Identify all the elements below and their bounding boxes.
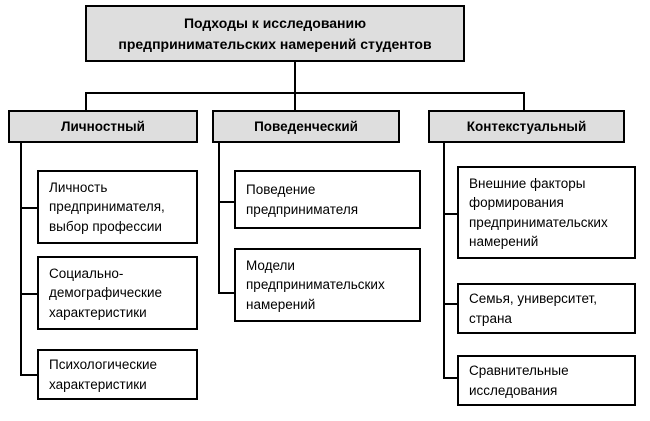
node-personal-3-label: Психологические характеристики xyxy=(49,357,158,392)
connector-stub-personal-1 xyxy=(20,207,38,209)
node-root-label: Подходы к исследованию предпринимательск… xyxy=(118,14,432,52)
node-contextual-2: Семья, университет, страна xyxy=(457,283,636,334)
connector-stub-contextual-2 xyxy=(443,303,458,305)
connector-trunk-behavioral xyxy=(218,143,220,294)
node-personal-2: Социально- демографические характеристик… xyxy=(37,256,198,330)
connector-trunk-personal xyxy=(20,143,22,375)
node-branch-contextual: Контекстуальный xyxy=(428,110,625,143)
connector-stub-personal-3 xyxy=(20,374,38,376)
node-personal-3: Психологические характеристики xyxy=(37,349,198,400)
connector-stub-behavioral-1 xyxy=(218,201,235,203)
connector-stub-contextual-3 xyxy=(443,377,458,379)
connector-drop-personal xyxy=(85,92,87,111)
node-behavioral-1-label: Поведение предпринимателя xyxy=(246,182,359,217)
connector-level1-bus xyxy=(85,92,525,94)
connector-drop-contextual xyxy=(523,92,525,111)
node-contextual-1-label: Внешние факторы формирования предпринима… xyxy=(469,176,608,249)
node-branch-personal-label: Личностный xyxy=(61,118,145,134)
connector-stub-personal-2 xyxy=(20,293,38,295)
node-branch-behavioral-label: Поведенческий xyxy=(254,118,358,134)
connector-root-stem xyxy=(294,62,296,93)
node-personal-1: Личность предпринимателя, выбор професси… xyxy=(37,170,198,244)
node-contextual-2-label: Семья, университет, страна xyxy=(469,291,597,326)
connector-stub-behavioral-2 xyxy=(218,292,235,294)
node-branch-contextual-label: Контекстуальный xyxy=(466,118,587,134)
node-contextual-3: Сравнительные исследования xyxy=(457,355,636,406)
node-personal-1-label: Личность предпринимателя, выбор професси… xyxy=(49,180,165,234)
node-branch-behavioral: Поведенческий xyxy=(212,110,400,143)
connector-drop-behavioral xyxy=(294,92,296,111)
node-contextual-3-label: Сравнительные исследования xyxy=(469,363,569,398)
node-root: Подходы к исследованию предпринимательск… xyxy=(85,5,465,62)
node-contextual-1: Внешние факторы формирования предпринима… xyxy=(457,166,636,259)
node-behavioral-1: Поведение предпринимателя xyxy=(234,170,421,229)
connector-trunk-contextual xyxy=(443,143,445,378)
node-personal-2-label: Социально- демографические характеристик… xyxy=(49,266,163,320)
node-branch-personal: Личностный xyxy=(8,110,198,143)
connector-stub-contextual-1 xyxy=(443,213,458,215)
node-behavioral-2: Модели предпринимательских намерений xyxy=(234,248,421,322)
node-behavioral-2-label: Модели предпринимательских намерений xyxy=(246,258,385,312)
